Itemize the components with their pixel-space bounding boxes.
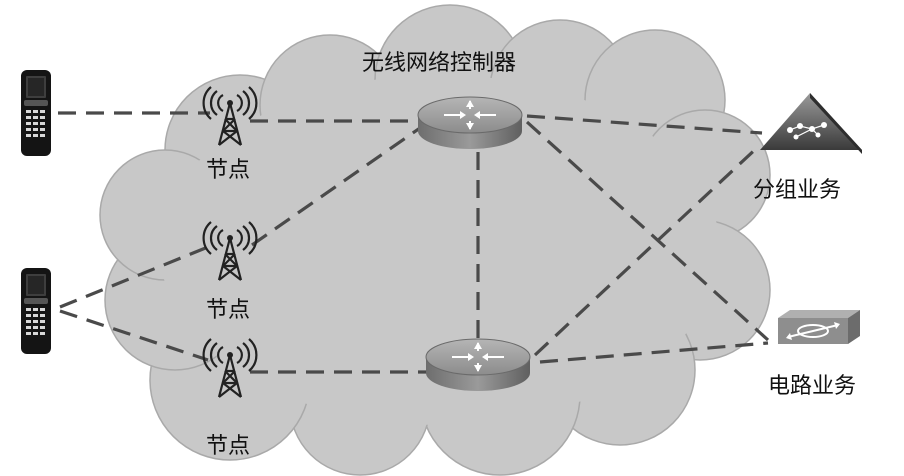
router-icon [417,96,523,149]
link-handset2-node3 [59,309,209,362]
link-router-circuit [539,341,769,364]
controller-label: 无线网络控制器 [362,51,517,76]
radio-tower-icon [202,221,258,281]
node-label-top: 节点 [206,158,251,183]
link-router-packet [533,143,762,357]
circuit-service-label: 电路业务 [768,374,857,399]
handheld-terminal-icon [21,268,51,354]
node-label-bottom: 节点 [206,434,251,459]
packet-service-label: 分组业务 [753,178,842,203]
node-label-mid: 节点 [206,298,251,323]
router-icon [425,338,531,391]
circuit-switch-icon [778,310,860,344]
handheld-terminal-icon [21,70,51,156]
radio-tower-icon [202,86,258,146]
packet-network-icon [760,93,862,154]
network-links [58,111,770,374]
link-node2-controller [251,126,421,247]
radio-tower-icon [202,338,258,398]
link-controller-packet [526,114,763,135]
